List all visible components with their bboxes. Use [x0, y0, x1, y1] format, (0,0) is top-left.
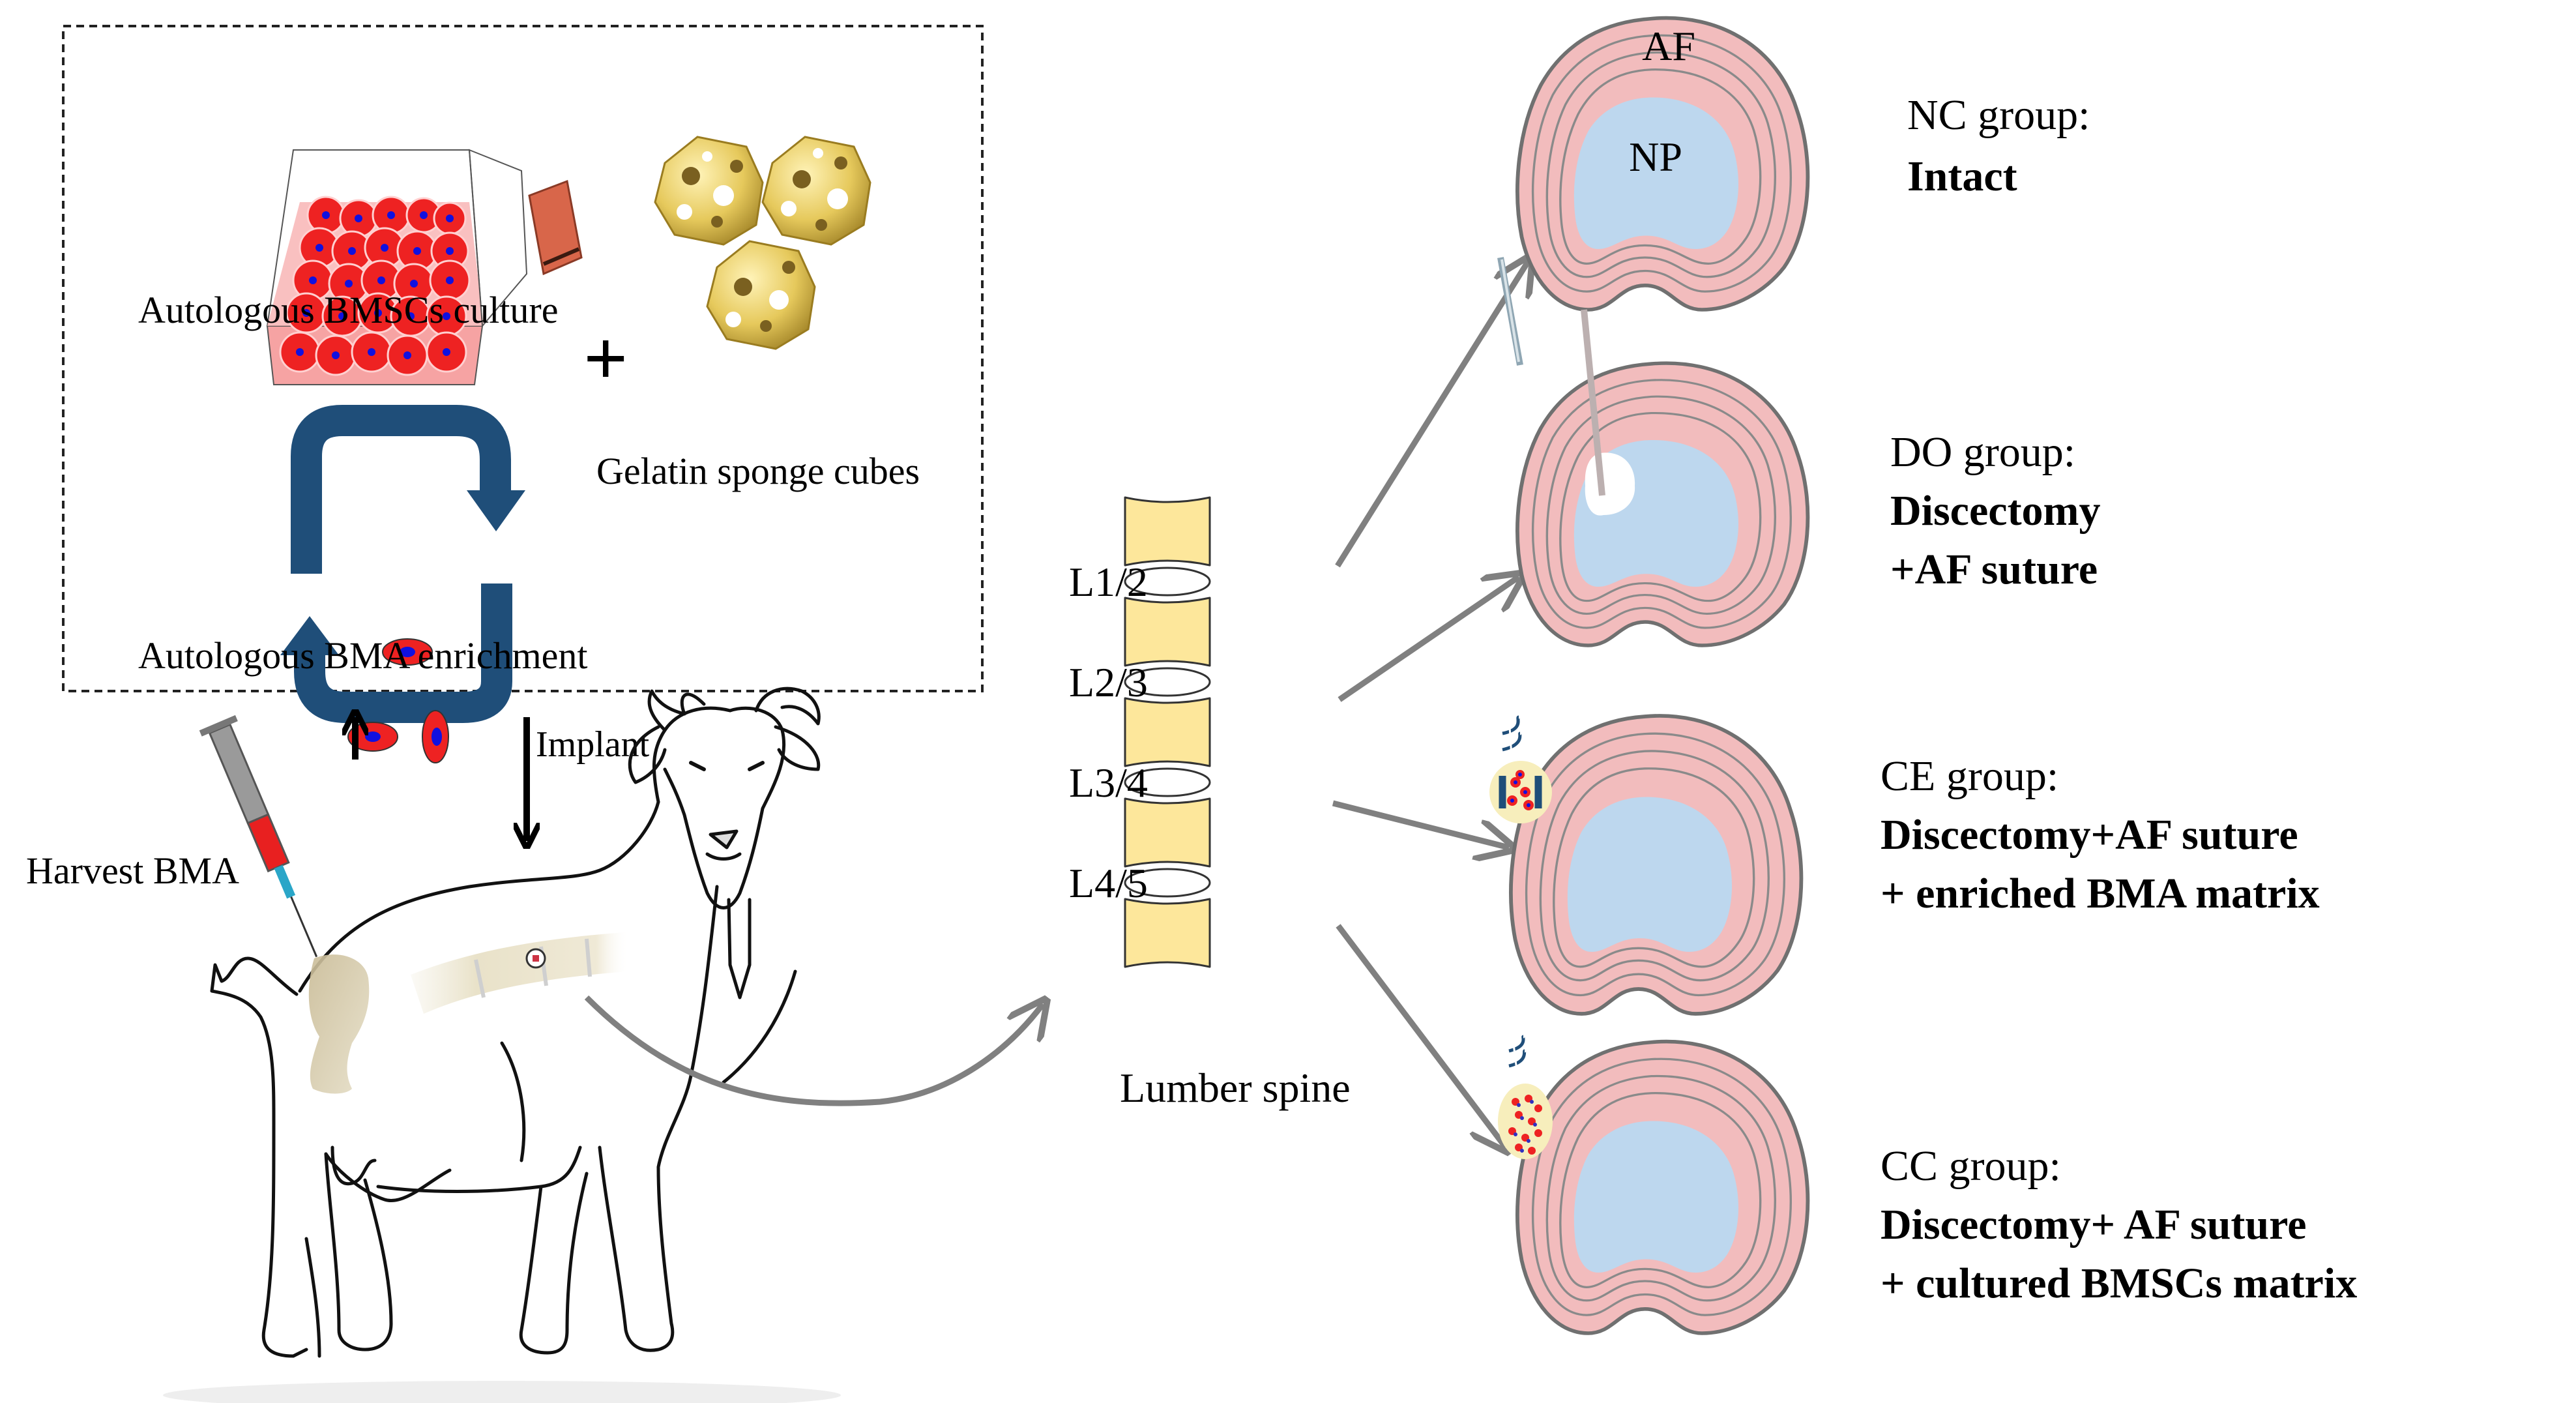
do-group-title: DO group: [1890, 428, 2075, 476]
culture-label: Autologous BMSCs culture [138, 289, 559, 331]
enrichment-cycle-icon [280, 405, 525, 763]
disc-ce [1489, 716, 1801, 1014]
cc-group-desc-2: + cultured BMSCs matrix [1881, 1260, 2357, 1307]
suture-icon [1502, 715, 1522, 767]
arrow-to-do [1338, 577, 1519, 702]
gelatin-sponge-icon [654, 136, 871, 350]
disc-cc [1498, 1033, 1808, 1333]
discectomy-cavity [1585, 452, 1635, 516]
do-group-desc-1: Discectomy [1890, 487, 2101, 535]
spine-level-label: L2/3 [1069, 659, 1148, 705]
vertebra-body [1124, 697, 1211, 767]
cc-group-desc-1: Discectomy+ AF suture [1881, 1201, 2307, 1248]
goat-illustration [163, 687, 841, 1403]
arrow-to-ce [1332, 800, 1509, 848]
enriched-bma-matrix-icon [1489, 761, 1552, 823]
intervertebral-disc [1124, 868, 1211, 898]
np-label: NP [1629, 134, 1682, 180]
spine-level-label: L1/2 [1069, 559, 1148, 605]
culture-flask-icon [266, 149, 583, 385]
intervertebral-disc [1124, 667, 1211, 697]
lumbar-spine: L1/2L2/3L3/4L4/5 Lumber spine [1069, 496, 1351, 1111]
ce-group-desc-1: Discectomy+AF suture [1881, 811, 2298, 859]
disc-nc: AF NP [1517, 18, 1808, 310]
cultured-bmsc-matrix-icon [1498, 1084, 1553, 1159]
vertebra-body [1124, 797, 1211, 868]
nc-group-desc: Intact [1907, 153, 2017, 200]
flask-cap-icon [528, 179, 583, 276]
arrow-to-nc [1335, 261, 1529, 568]
do-group-desc-2: +AF suture [1890, 546, 2098, 593]
goat-spine-icon [411, 932, 629, 1014]
group-arrows [1332, 261, 1529, 1147]
ce-group-desc-2: + enriched BMA matrix [1881, 870, 2320, 917]
vertebra-body [1124, 597, 1211, 667]
syringe-icon [199, 715, 318, 958]
implant-label: Implant [536, 724, 650, 765]
ce-group-title: CE group: [1881, 752, 2058, 800]
suture-icon [1508, 1033, 1527, 1076]
dashed-border [62, 25, 984, 692]
vertebrae [1124, 496, 1211, 968]
pelvis-bone-icon [308, 954, 370, 1094]
group-labels: NC group: Intact DO group: Discectomy +A… [1881, 91, 2357, 1307]
spine-level-label: L4/5 [1069, 860, 1148, 906]
plus-sign: + [583, 315, 628, 402]
disc-do [1517, 309, 1808, 645]
enrichment-label: Autologous BMA enrichment [138, 634, 588, 677]
nc-group-title: NC group: [1907, 91, 2090, 139]
spine-title: Lumber spine [1120, 1065, 1351, 1111]
vertebra-body [1124, 496, 1211, 567]
intervertebral-disc [1124, 567, 1211, 597]
sponge-label: Gelatin sponge cubes [596, 450, 920, 492]
arrow-to-cc [1336, 924, 1506, 1147]
forceps-icon [1581, 309, 1605, 496]
harvest-label: Harvest BMA [26, 849, 239, 892]
cc-group-title: CC group: [1881, 1142, 2061, 1190]
af-label: AF [1642, 23, 1695, 69]
spine-level-label: L3/4 [1069, 760, 1148, 806]
scalpel-icon [1497, 257, 1523, 366]
intervertebral-disc [1124, 767, 1211, 797]
vertebra-body [1124, 898, 1211, 968]
curved-arrow [584, 997, 1043, 1106]
preparation-box: Autologous BMSCs culture + Gelatin spong… [62, 25, 984, 763]
